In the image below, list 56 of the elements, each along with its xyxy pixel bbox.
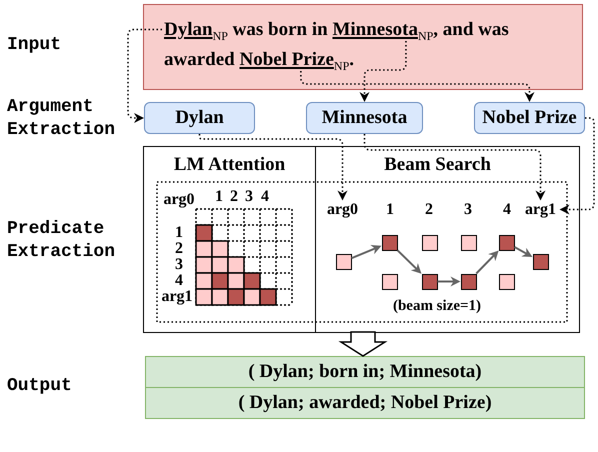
candidate-square (460, 234, 476, 250)
column-label: 1 (215, 188, 223, 206)
step-label: 1 (386, 201, 394, 219)
row-token-label: 4 (175, 272, 183, 290)
row-label: Argument Extraction (7, 96, 116, 142)
output-triple: ( Dylan; awarded; Nobel Prize) (238, 392, 492, 414)
step-label: 3 (464, 201, 472, 219)
step-label: 2 (425, 201, 433, 219)
column-label: 2 (230, 188, 238, 206)
output-row (145, 356, 585, 388)
column-label: 4 (261, 188, 269, 206)
selected-square (382, 234, 398, 250)
selected-square (532, 254, 548, 270)
selected-square (422, 274, 438, 290)
row-token-label: arg1 (161, 288, 193, 306)
argument-box (474, 102, 585, 134)
beam-search-panel (315, 146, 580, 333)
dotted-arrow (300, 71, 534, 102)
candidate-square (382, 274, 398, 290)
arrow (396, 250, 422, 274)
argument-text: Dylan (175, 107, 224, 129)
step-label: 4 (503, 201, 511, 219)
arrow (438, 276, 460, 286)
arrow (514, 246, 532, 258)
slot-label: arg0 (324, 200, 362, 218)
output-row (145, 387, 585, 419)
slot-label: arg1 (522, 200, 560, 218)
row-label: Input (7, 35, 62, 55)
arrow (476, 250, 499, 274)
panel-title: LM Attention (174, 154, 286, 176)
row-token-label: 2 (175, 240, 183, 258)
selected-square (460, 274, 476, 290)
column-label: arg0 (163, 191, 195, 209)
output-triple: ( Dylan; born in; Minnesota) (248, 361, 482, 383)
column-label: 3 (245, 188, 253, 206)
candidate-square (336, 254, 352, 270)
panel-title: Beam Search (384, 154, 491, 176)
argument-box (144, 102, 255, 134)
input-sentence: Dylan$_{NP}$ was born in Minnesota$_{NP}$, and was awarded Nobel Prize$_{NP}$. (164, 18, 510, 75)
dotted-arrow (360, 41, 407, 102)
candidate-square (498, 274, 514, 290)
selected-square (498, 234, 514, 250)
input-box (143, 4, 583, 90)
row-label: Output (7, 376, 72, 396)
argument-box (306, 102, 423, 134)
block-arrow (338, 331, 388, 357)
row-label: Predicate Extraction (7, 218, 116, 264)
argument-text: Nobel Prize (482, 107, 577, 129)
dotted-arrow (364, 134, 546, 200)
candidate-square (422, 234, 438, 250)
row-token-label: 1 (175, 224, 183, 242)
beam-size-note: (beam size=1) (392, 297, 482, 315)
arrow (351, 245, 382, 260)
row-token-label: 3 (175, 256, 183, 274)
argument-text: Minnesota (322, 107, 408, 129)
dotted-arrow (127, 28, 162, 123)
